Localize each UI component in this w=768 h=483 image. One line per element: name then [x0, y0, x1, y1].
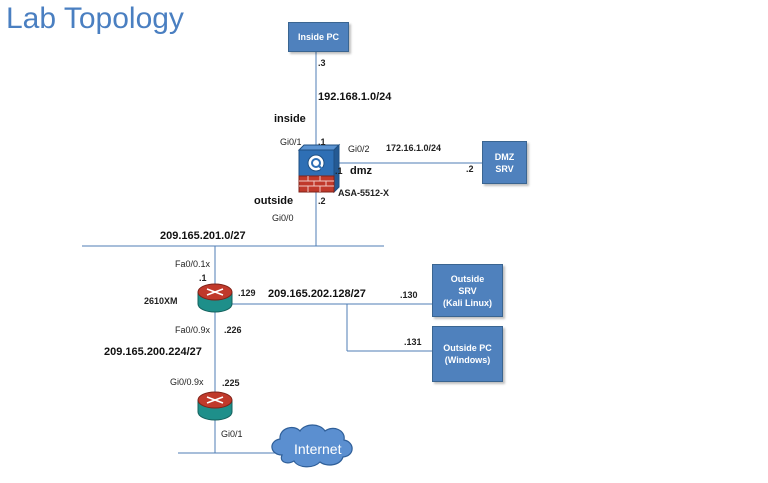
host-r2-wan-label: .225	[222, 378, 240, 388]
inside-pc-label: Inside PC	[297, 32, 339, 42]
outside-pc-line2: (Windows)	[444, 355, 491, 365]
network-lan-202-label: 209.165.202.128/27	[268, 288, 366, 300]
asa-gi0-1-label: Gi0/1	[280, 137, 302, 147]
zone-inside-label: inside	[274, 113, 306, 125]
host-asa-inside-label: .1	[318, 137, 326, 147]
dmz-srv-line1: DMZ	[494, 151, 515, 162]
host-dmz-srv-label: .2	[466, 164, 474, 174]
r2-gi0-9x-label: Gi0/0.9x	[170, 377, 204, 387]
host-asa-outside-label: .2	[318, 196, 326, 206]
host-asa-dmz-label: .1	[335, 166, 343, 176]
host-r1-wan-label: .226	[224, 325, 242, 335]
asa-gi0-0-label: Gi0/0	[272, 213, 294, 223]
internet-cloud-icon	[271, 424, 353, 468]
outside-srv-line2: SRV	[458, 285, 477, 296]
outside-srv-box[interactable]: Outside SRV (Kali Linux)	[432, 264, 503, 317]
host-outside-srv-label: .130	[400, 290, 418, 300]
zone-dmz-label: dmz	[350, 165, 372, 177]
inside-pc-box[interactable]: Inside PC	[288, 22, 349, 52]
router-isp-icon	[197, 391, 233, 421]
dmz-srv-line2: SRV	[495, 163, 514, 174]
internet-label: Internet	[294, 441, 342, 457]
outside-srv-line3: (Kali Linux)	[443, 297, 492, 308]
zone-outside-label: outside	[254, 195, 294, 207]
network-wan-200-label: 209.165.200.224/27	[104, 346, 202, 358]
router-2610xm-name-label: 2610XM	[144, 296, 178, 306]
outside-pc-line1: Outside PC	[443, 343, 492, 353]
host-r1-lan-label: .129	[238, 288, 256, 298]
r2-gi0-1-label: Gi0/1	[221, 429, 243, 439]
asa-gi0-2-label: Gi0/2	[348, 144, 370, 154]
outside-pc-box[interactable]: Outside PC (Windows)	[432, 326, 503, 382]
page-title: Lab Topology	[6, 2, 184, 35]
host-r1-outside-label: .1	[199, 273, 207, 283]
host-inside-pc-label: .3	[318, 58, 326, 68]
asa-firewall-icon	[297, 143, 341, 194]
outside-srv-line1: Outside	[450, 273, 485, 284]
network-inside-label: 192.168.1.0/24	[318, 91, 392, 103]
router-2610xm-icon	[197, 283, 233, 313]
dmz-srv-box[interactable]: DMZ SRV	[482, 141, 527, 184]
asa-name-label: ASA-5512-X	[338, 188, 390, 198]
r1-fa0-9x-label: Fa0/0.9x	[175, 325, 211, 335]
network-outside-label: 209.165.201.0/27	[160, 230, 246, 242]
r1-fa0-1x-label: Fa0/0.1x	[175, 259, 211, 269]
network-dmz-label: 172.16.1.0/24	[386, 143, 442, 153]
host-outside-pc-label: .131	[404, 337, 422, 347]
